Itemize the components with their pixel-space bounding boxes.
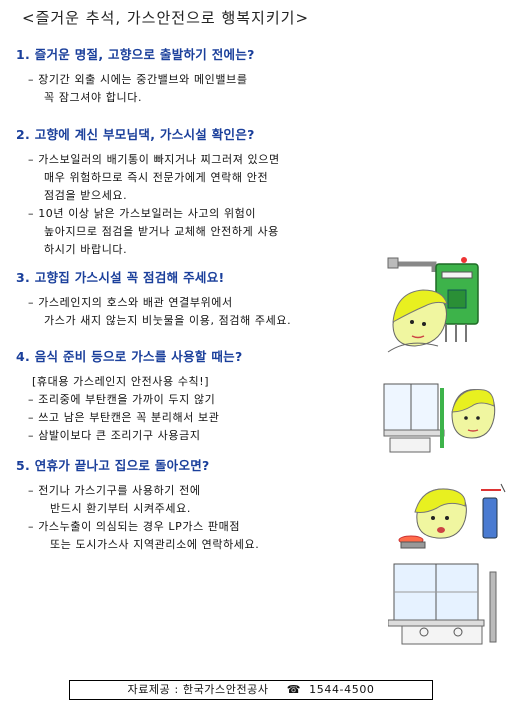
footer-credit: 자료제공 : 한국가스안전공사 ☎ 1544-4500 <box>69 680 433 700</box>
footer-source: 자료제공 : 한국가스안전공사 <box>127 683 269 696</box>
section-2-item: 높아지므로 점검을 받거나 교체해 안전하게 사용 <box>44 225 279 238</box>
section-4-note: [휴대용 가스레인지 안전사용 수칙!] <box>32 375 210 388</box>
section-4-heading: 4. 음식 준비 등으로 가스를 사용할 때는? <box>16 349 243 364</box>
section-5-item: – 가스누출이 의심되는 경우 LP가스 판매점 <box>28 520 241 533</box>
section-5-item: – 전기나 가스기구를 사용하기 전에 <box>28 484 201 497</box>
section-2-heading: 2. 고향에 계신 부모님댁, 가스시설 확인은? <box>16 127 255 142</box>
section-1-heading: 1. 즐거운 명절, 고향으로 출발하기 전에는? <box>16 47 255 62</box>
telephone-icon: ☎ <box>286 683 302 696</box>
section-3-heading: 3. 고향집 가스시설 꼭 점검해 주세요! <box>16 270 225 285</box>
section-4-item: – 쓰고 남은 부탄캔은 꼭 분리해서 보관 <box>28 411 220 424</box>
section-5-item: 또는 도시가스사 지역관리소에 연락하세요. <box>50 538 260 551</box>
section-2-item: 매우 위험하므로 즉시 전문가에게 연락해 안전 <box>44 171 269 184</box>
section-3-item: 가스가 새지 않는지 비눗물을 이용, 점검해 주세요. <box>44 314 292 327</box>
section-2-item: 하시기 바랍니다. <box>44 243 128 256</box>
section-4-item: – 삼발이보다 큰 조리기구 사용금지 <box>28 429 201 442</box>
ventilation-illustration <box>383 383 496 453</box>
kitchen-window-illustration <box>388 563 497 645</box>
section-2-item: – 10년 이상 낡은 가스보일러는 사고의 위험이 <box>28 207 257 220</box>
section-3: 3. 고향집 가스시설 꼭 점검해 주세요! – 가스레인지의 호스와 배관 연… <box>16 267 376 330</box>
section-5-heading: 5. 연휴가 끝나고 집으로 돌아오면? <box>16 458 210 473</box>
section-1-item: – 장기간 외출 시에는 중간밸브와 메인밸브를 <box>28 73 248 86</box>
gas-leak-illustration <box>398 483 506 549</box>
section-4-item: – 조리중에 부탄캔을 가까이 두지 않기 <box>28 393 216 406</box>
document-title: <즐거운 추석, 가스안전으로 행복지키기> <box>22 9 310 27</box>
section-3-item: – 가스레인지의 호스와 배관 연결부위에서 <box>28 296 233 309</box>
section-1-item: 꼭 잠그셔야 합니다. <box>44 91 143 104</box>
section-1: 1. 즐거운 명절, 고향으로 출발하기 전에는? – 장기간 외출 시에는 중… <box>16 44 376 107</box>
section-4: 4. 음식 준비 등으로 가스를 사용할 때는? [휴대용 가스레인지 안전사용… <box>16 346 376 445</box>
boiler-check-illustration <box>387 257 479 353</box>
section-2-item: – 가스보일러의 배기통이 빠지거나 찌그러져 있으면 <box>28 153 280 166</box>
section-5: 5. 연휴가 끝나고 집으로 돌아오면? – 전기나 가스기구를 사용하기 전에… <box>16 455 376 554</box>
section-5-item: 반드시 환기부터 시켜주세요. <box>50 502 191 515</box>
section-2-item: 점검을 받으세요. <box>44 189 128 202</box>
footer-phone: 1544-4500 <box>309 683 375 696</box>
section-2: 2. 고향에 계신 부모님댁, 가스시설 확인은? – 가스보일러의 배기통이 … <box>16 124 376 259</box>
